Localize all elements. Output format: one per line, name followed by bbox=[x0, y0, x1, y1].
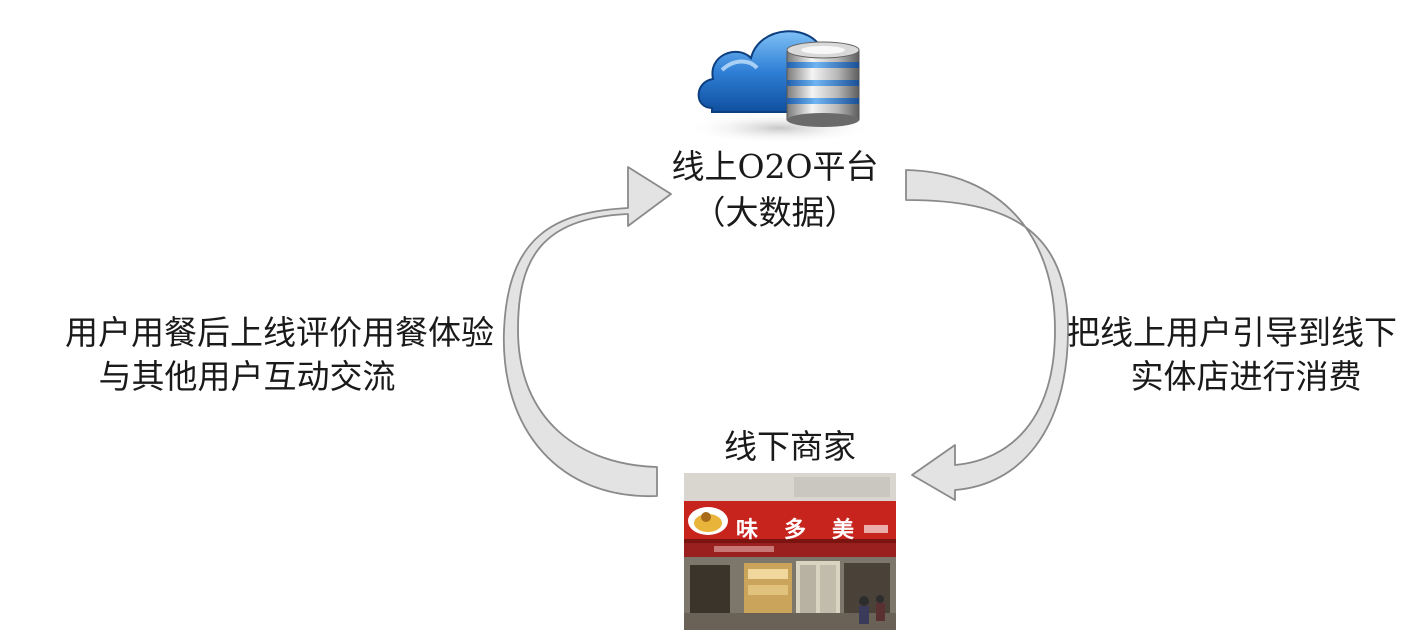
left-edge-label-line2: 与其他用户互动交流 bbox=[98, 357, 396, 396]
right-edge-label-line2: 实体店进行消费 bbox=[1130, 357, 1362, 396]
platform-subtitle: （大数据） bbox=[692, 193, 858, 232]
shop-sign-char-1: 味 bbox=[736, 518, 759, 543]
right-curved-arrow bbox=[905, 169, 1069, 501]
left-edge-label-line1: 用户用餐后上线评价用餐体验 bbox=[65, 313, 494, 352]
shop-sign-char-3: 美 bbox=[832, 518, 855, 543]
platform-title: 线上O2O平台 bbox=[671, 147, 879, 186]
left-curved-arrow bbox=[503, 166, 672, 497]
shop-sign-char-2: 多 bbox=[784, 518, 807, 543]
restaurant-storefront-image bbox=[684, 473, 896, 630]
merchant-title: 线下商家 bbox=[724, 427, 856, 466]
right-edge-label-line1: 把线上用户引导到线下 bbox=[1067, 313, 1397, 352]
